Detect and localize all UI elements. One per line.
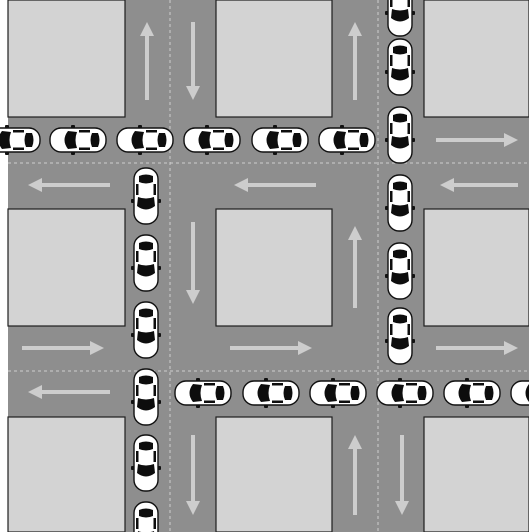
car-icon: [184, 125, 240, 155]
car-icon: [50, 125, 106, 155]
car-icon: [175, 378, 231, 408]
car-icon: [243, 378, 299, 408]
car-icon: [131, 502, 161, 532]
car-icon: [319, 125, 375, 155]
city-block-r3-c1: [8, 417, 125, 532]
city-blocks-layer: [8, 0, 529, 532]
car-icon: [131, 168, 161, 224]
car-icon: [444, 378, 500, 408]
car-icon: [385, 0, 415, 36]
car-icon: [385, 243, 415, 299]
city-block-r3-c3: [424, 417, 529, 532]
car-icon: [131, 369, 161, 425]
city-block-r1-c3: [424, 0, 529, 117]
car-icon: [252, 125, 308, 155]
car-icon: [377, 378, 433, 408]
city-block-r1-c2: [216, 0, 332, 117]
city-block-r2-c3: [424, 209, 529, 326]
city-block-r1-c1: [8, 0, 125, 117]
city-block-r2-c2: [216, 209, 332, 326]
car-icon: [385, 39, 415, 95]
car-icon: [131, 435, 161, 491]
car-icon: [131, 302, 161, 358]
car-icon: [385, 175, 415, 231]
car-icon: [310, 378, 366, 408]
city-block-r3-c2: [216, 417, 332, 532]
car-icon: [385, 308, 415, 364]
car-icon: [131, 235, 161, 291]
car-icon: [0, 125, 40, 155]
city-block-r2-c1: [8, 209, 125, 326]
car-icon: [385, 107, 415, 163]
car-icon: [117, 125, 173, 155]
